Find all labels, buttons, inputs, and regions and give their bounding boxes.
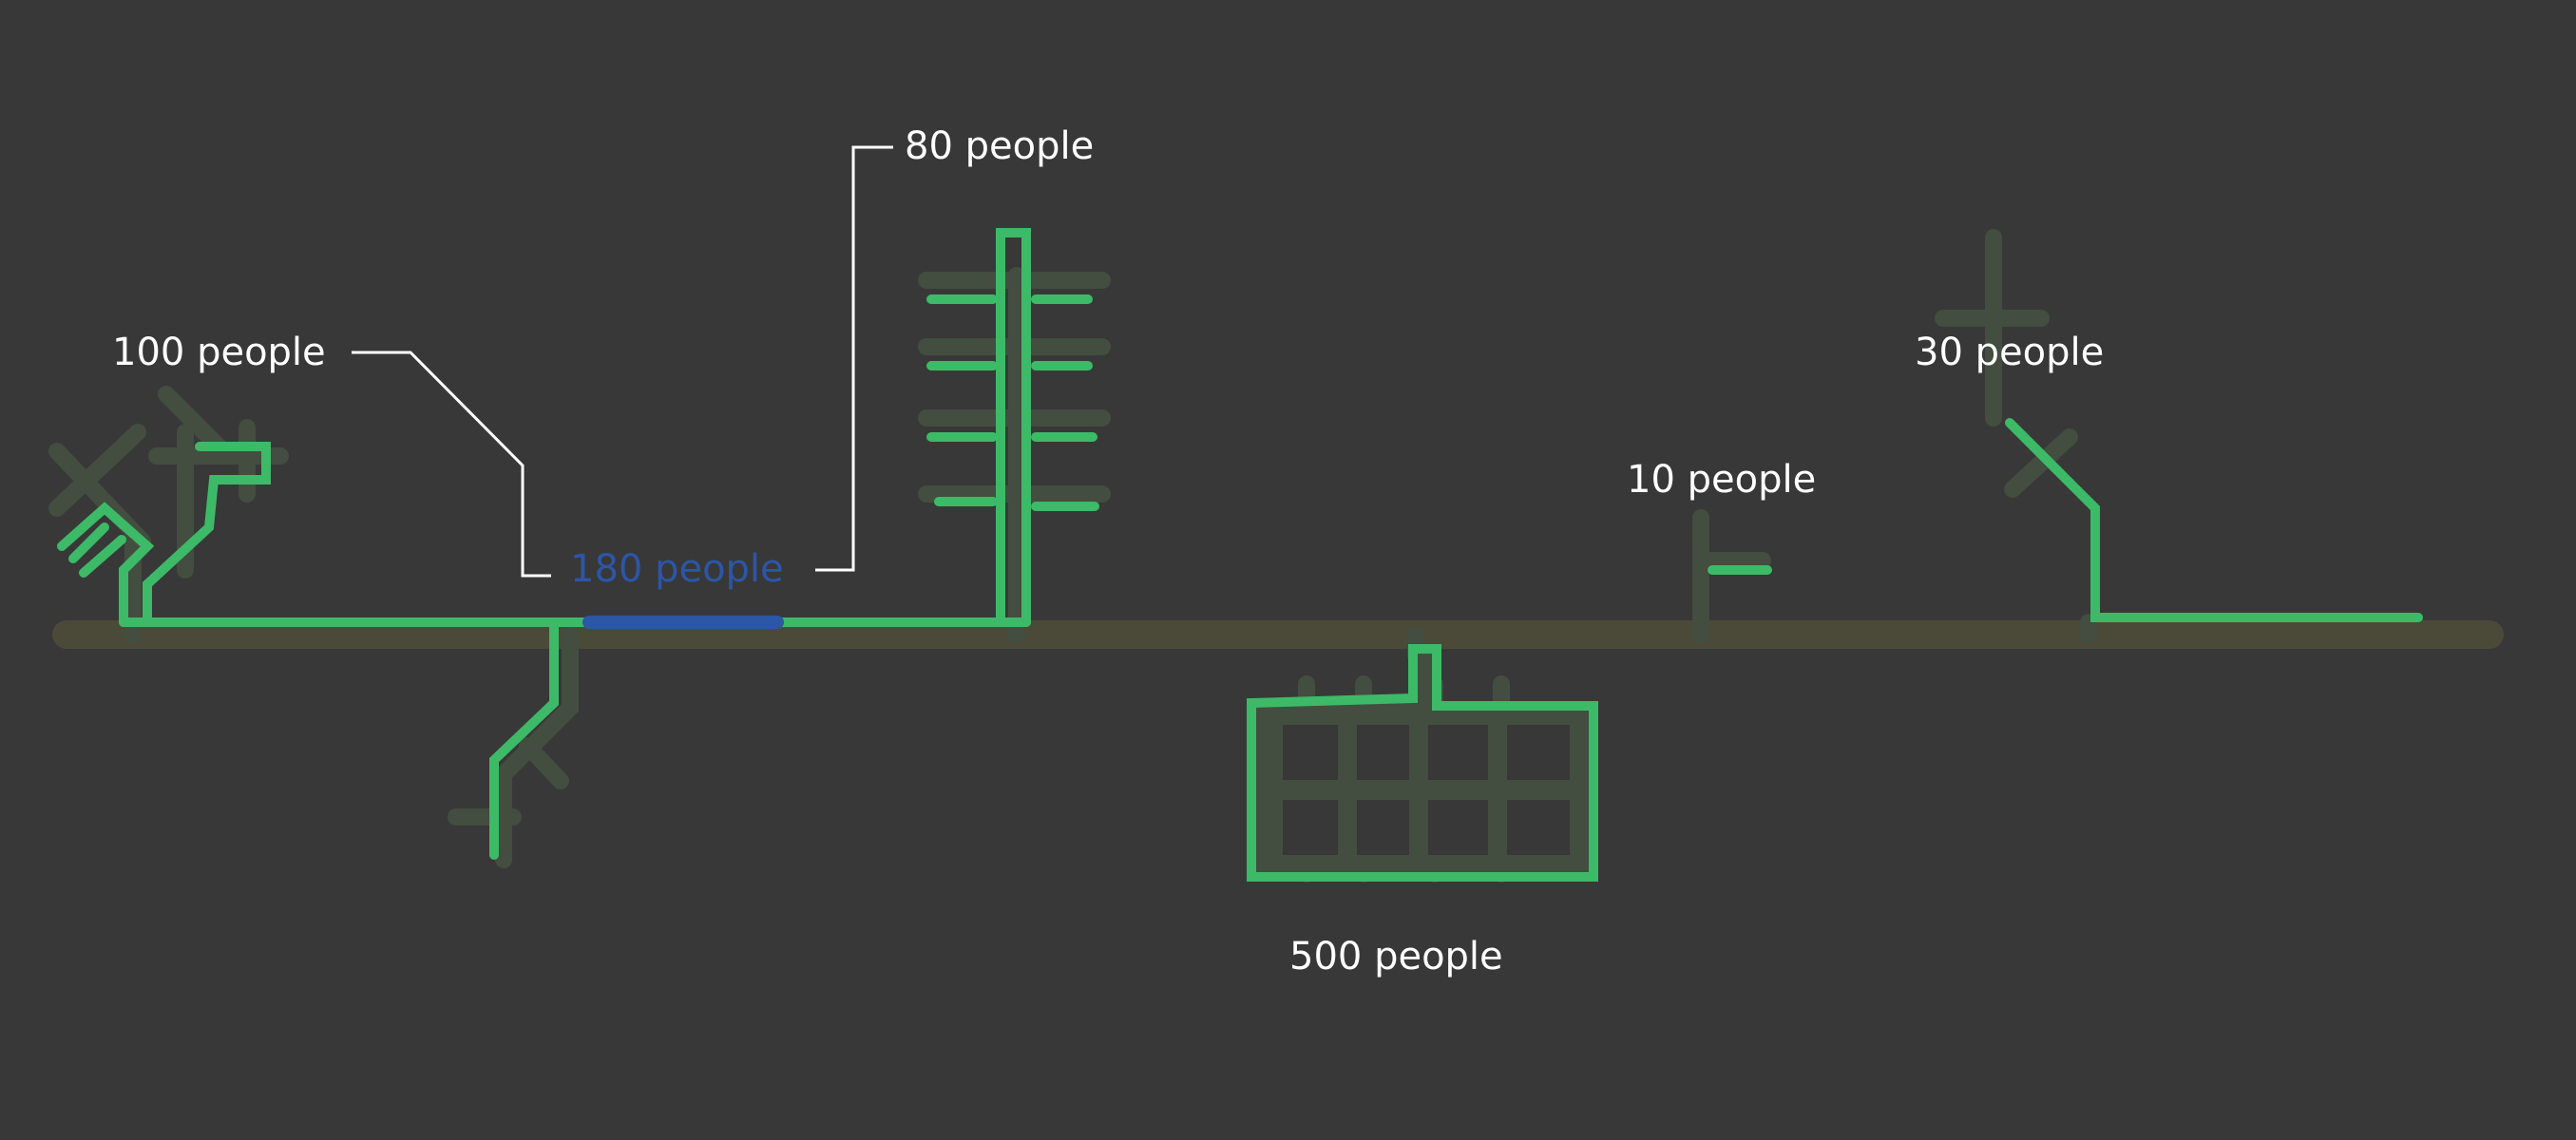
label-180-people: 180 people: [570, 547, 784, 591]
pipe-network: [57, 228, 2423, 860]
building: [1247, 644, 1598, 882]
label-80-people: 80 people: [905, 124, 1094, 168]
label-10-people: 10 people: [1627, 458, 1816, 502]
label-30-people: 30 people: [1915, 331, 2104, 374]
ghost-branches: [48, 229, 2097, 883]
label-500-people: 500 people: [1289, 935, 1503, 978]
leader-lines: [352, 145, 893, 578]
label-100-people: 100 people: [112, 331, 326, 374]
